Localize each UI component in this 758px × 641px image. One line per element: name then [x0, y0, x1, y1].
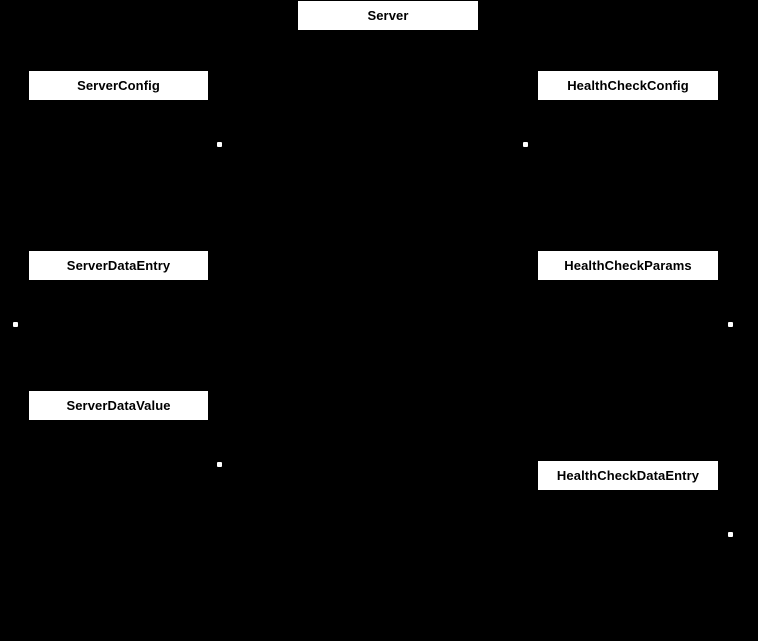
- node-health-check-params[interactable]: HealthCheckParams: [538, 251, 718, 280]
- node-label-server-data-value: ServerDataValue: [66, 398, 171, 413]
- node-health-check-config[interactable]: HealthCheckConfig: [538, 71, 718, 100]
- node-server-config[interactable]: ServerConfig: [29, 71, 208, 100]
- node-label-health-check-config: HealthCheckConfig: [567, 78, 689, 93]
- node-label-server-data-entry: ServerDataEntry: [66, 258, 171, 273]
- edge-marker-dot: [217, 142, 222, 147]
- node-label-server-config: ServerConfig: [77, 78, 160, 93]
- edge-marker-dot: [523, 142, 528, 147]
- node-label-health-check-data-entry: HealthCheckDataEntry: [556, 468, 700, 483]
- edge-marker-dot: [728, 532, 733, 537]
- node-server-data-value[interactable]: ServerDataValue: [29, 391, 208, 420]
- node-server-data-entry[interactable]: ServerDataEntry: [29, 251, 208, 280]
- node-server[interactable]: Server: [298, 1, 478, 30]
- node-label-server: Server: [367, 8, 409, 23]
- edge-marker-dot: [728, 322, 733, 327]
- node-health-check-data-entry[interactable]: HealthCheckDataEntry: [538, 461, 718, 490]
- node-label-health-check-params: HealthCheckParams: [564, 258, 692, 273]
- edge-marker-dot: [217, 462, 222, 467]
- edge-marker-dot: [13, 322, 18, 327]
